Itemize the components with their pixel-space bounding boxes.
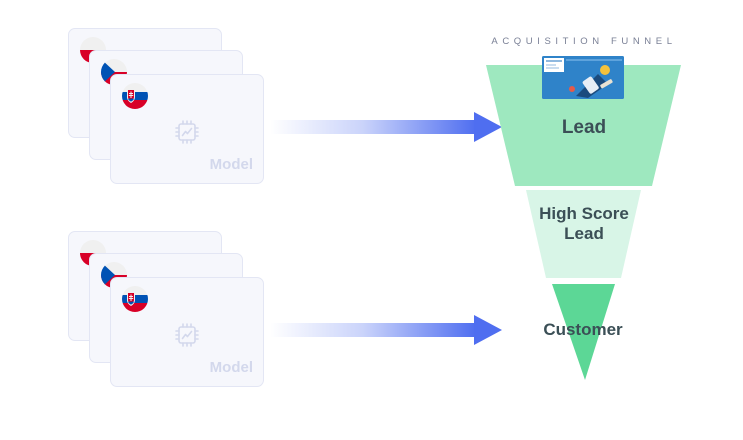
slovakia-flag-icon [122, 83, 148, 109]
funnel-stage-customer [552, 284, 615, 380]
cpu-chip-icon [174, 119, 200, 145]
funnel-stage-lead [486, 65, 681, 186]
funnel-label-high-score-lead: High Score Lead [539, 204, 629, 243]
arrow-to-customer [270, 315, 502, 345]
model-card-slovakia: Model [110, 277, 264, 387]
arrow-to-lead [270, 112, 502, 142]
slovakia-flag-icon [122, 286, 148, 312]
model-label: Model [209, 156, 253, 173]
funnel-stage-high-score-lead [526, 190, 641, 278]
funnel-title: ACQUISITION FUNNEL [491, 36, 677, 47]
model-card-slovakia: Model [110, 74, 264, 184]
dashboard-thumbnail-image [542, 56, 624, 99]
model-label: Model [209, 359, 253, 376]
cpu-chip-icon [174, 322, 200, 348]
acquisition-funnel [486, 65, 681, 380]
funnel-label-lead: Lead [561, 117, 607, 138]
funnel-label-customer: Customer [543, 320, 623, 339]
